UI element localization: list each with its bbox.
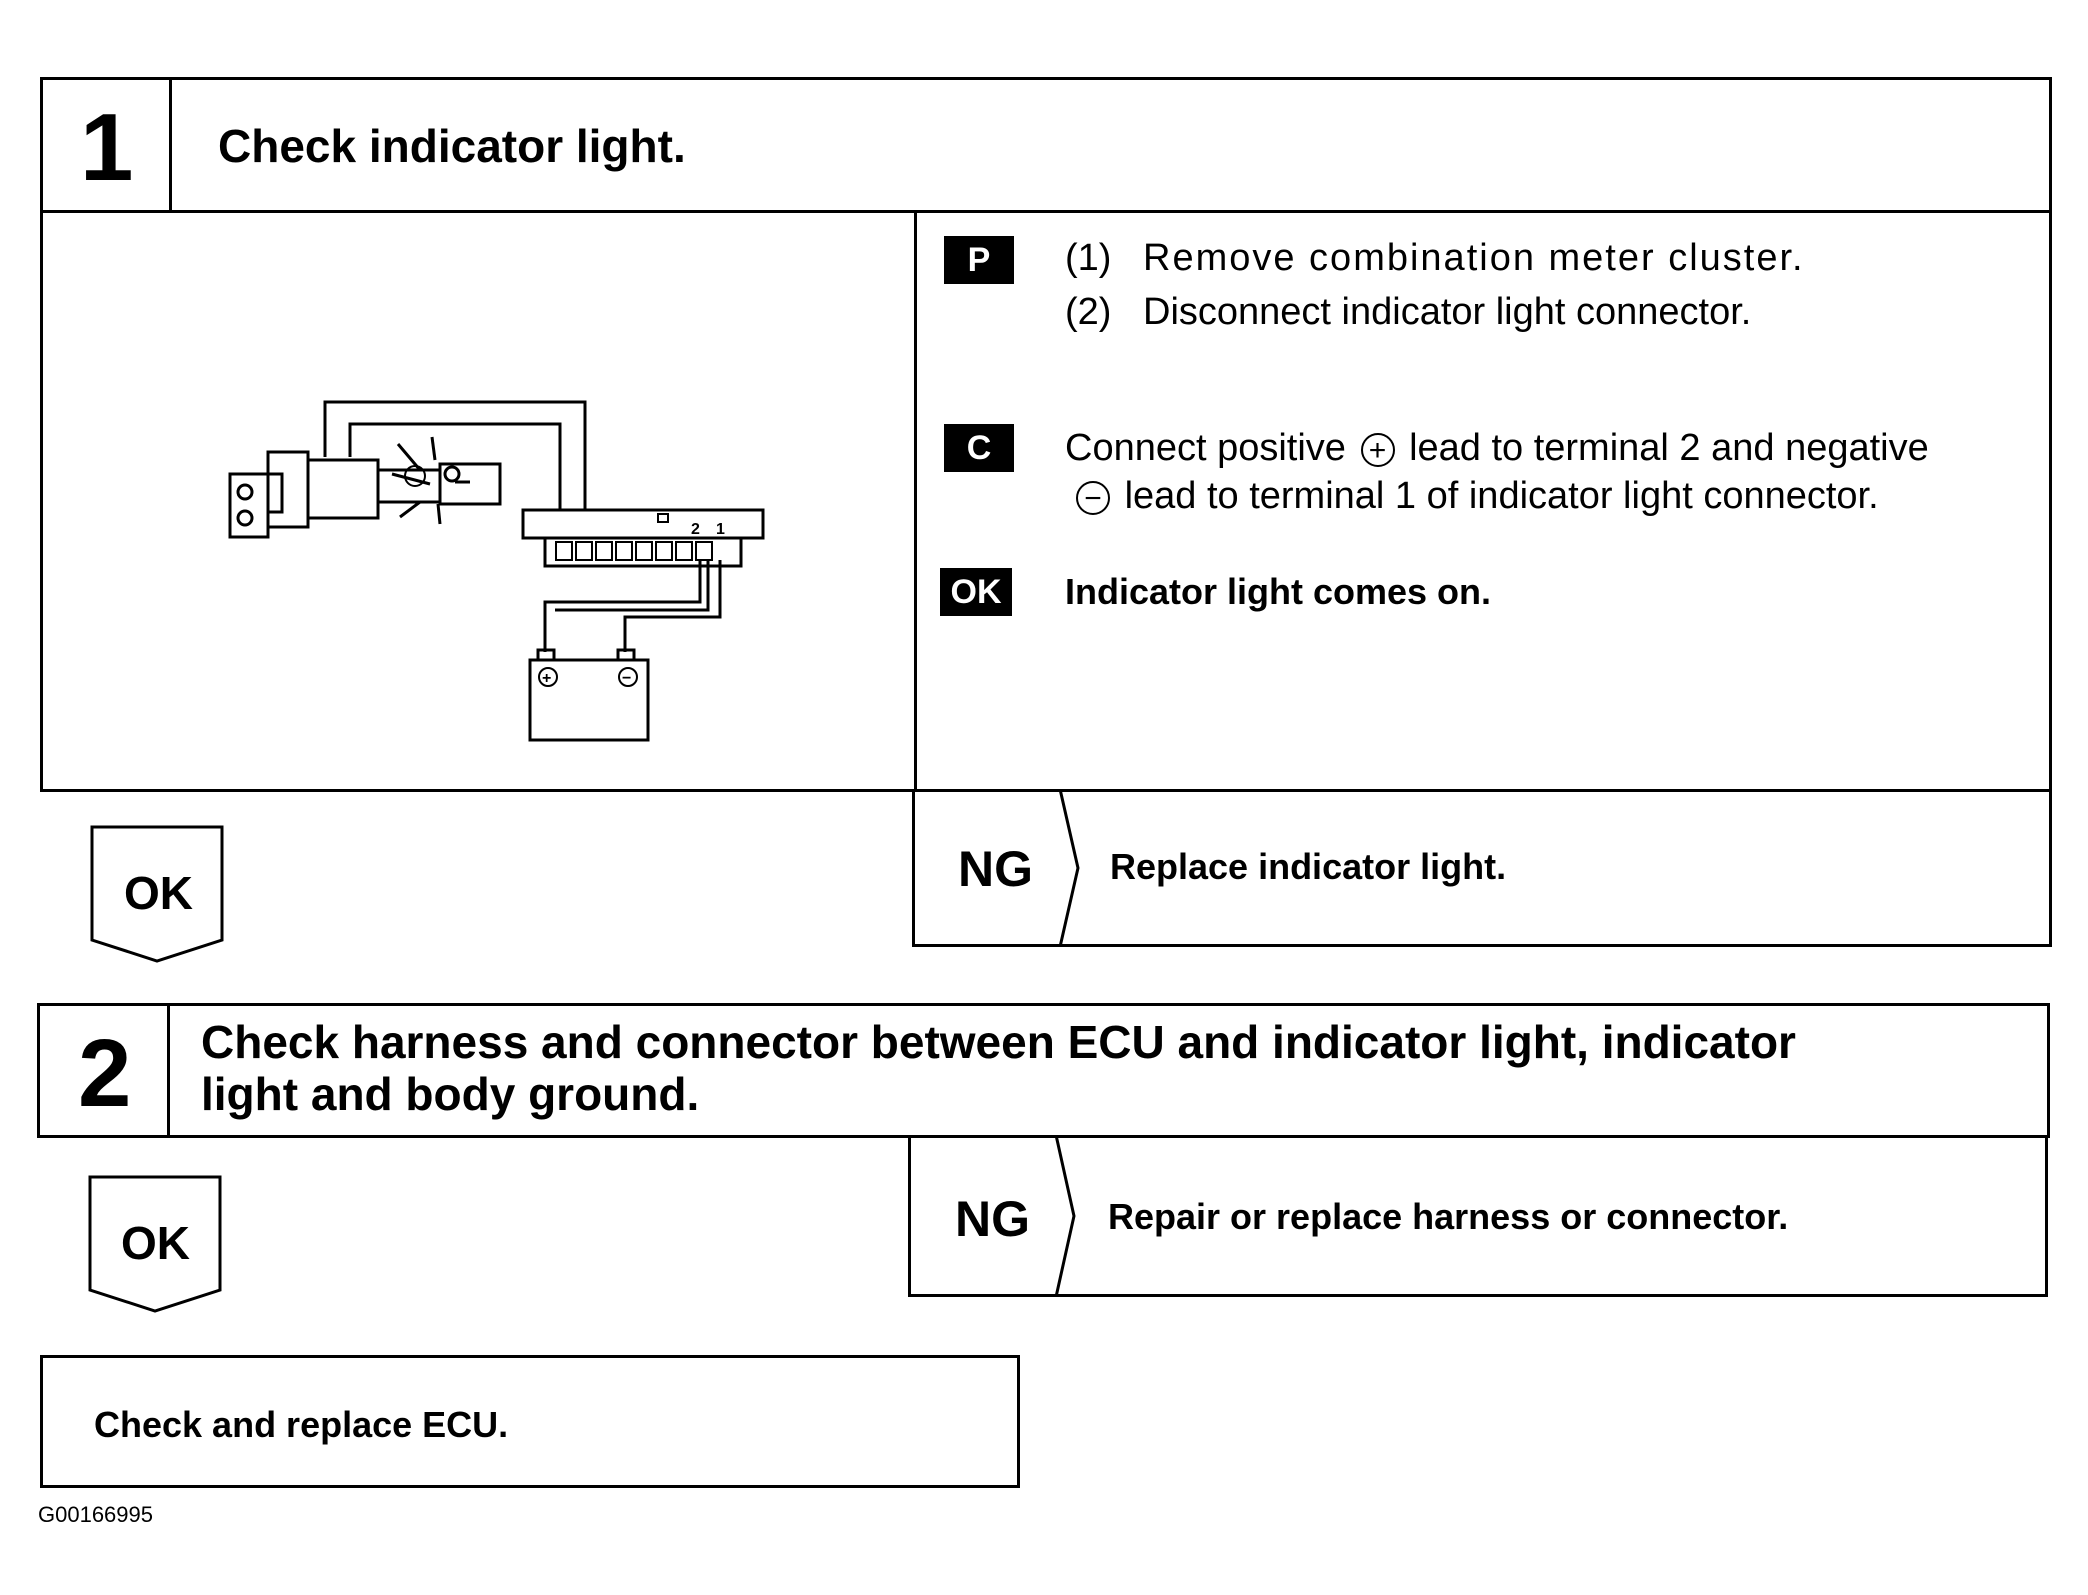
step1-number: 1 bbox=[80, 94, 134, 201]
step2-number: 2 bbox=[78, 1020, 132, 1127]
indicator-connector bbox=[521, 508, 765, 540]
step1-header bbox=[40, 77, 2052, 213]
step2-header bbox=[37, 1003, 2050, 1138]
p-item-2-num: (2) bbox=[1065, 291, 1112, 333]
battery bbox=[528, 658, 650, 742]
step2-ok-arrow-label: OK bbox=[121, 1217, 190, 1269]
ok-result-text: Indicator light comes on. bbox=[1065, 571, 1492, 612]
p-item-2-text: Disconnect indicator light connector. bbox=[1143, 291, 1752, 333]
harness-loop bbox=[323, 400, 587, 510]
p-item-1-num: (1) bbox=[1065, 237, 1112, 279]
step2-title-line-2: light and body ground. bbox=[201, 1068, 700, 1120]
step2-ok-arrow bbox=[88, 1175, 222, 1313]
c-instruction-line-2: − lead to terminal 1 of indicator light … bbox=[1072, 472, 1879, 520]
minus-symbol-icon: − bbox=[1076, 480, 1110, 515]
step2-ng-chevron bbox=[1054, 1135, 1076, 1297]
wiring-diagram: 2 1 + − bbox=[228, 400, 765, 742]
light-rays bbox=[391, 436, 442, 525]
step1-ok-arrow-label: OK bbox=[124, 867, 193, 919]
c-line1-b: lead to terminal 2 and negative bbox=[1409, 427, 1929, 469]
step1-ng-box bbox=[912, 789, 2052, 947]
step1-ok-arrow bbox=[90, 825, 224, 963]
battery-plus-label: + bbox=[542, 670, 551, 687]
p-badge: P bbox=[944, 236, 1014, 284]
step2-ng-box bbox=[908, 1135, 2048, 1297]
light-socket-body bbox=[266, 450, 310, 529]
figure-code: G00166995 bbox=[38, 1502, 153, 1527]
c-instruction-line-1: Connect positive + lead to terminal 2 an… bbox=[1065, 424, 1929, 472]
step1-ng-label: NG bbox=[958, 841, 1033, 897]
ok-badge: OK bbox=[940, 568, 1012, 616]
step2-title-line-1: Check harness and connector between ECU … bbox=[201, 1016, 1796, 1068]
step2-number-divider bbox=[167, 1003, 170, 1138]
step1-title: Check indicator light. bbox=[218, 120, 686, 172]
step2-ng-text: Repair or replace harness or connector. bbox=[1108, 1196, 1789, 1237]
lead-negative bbox=[623, 560, 722, 652]
p-item-1-text: Remove combination meter cluster. bbox=[1143, 237, 1805, 279]
final-action-box bbox=[40, 1355, 1020, 1488]
c-line2: lead to terminal 1 of indicator light co… bbox=[1124, 475, 1879, 517]
terminal-1-label: 1 bbox=[716, 521, 725, 538]
step1-body-divider bbox=[914, 210, 917, 792]
step1-ng-text: Replace indicator light. bbox=[1110, 846, 1507, 887]
step1-number-divider bbox=[169, 77, 172, 213]
final-action-text: Check and replace ECU. bbox=[94, 1404, 509, 1445]
terminal-2-label: 2 bbox=[691, 521, 700, 538]
lead-positive bbox=[543, 560, 702, 652]
step1-ng-chevron bbox=[1058, 789, 1080, 947]
step2-ng-label: NG bbox=[955, 1191, 1030, 1247]
c-badge: C bbox=[944, 424, 1014, 472]
plus-symbol-icon: + bbox=[1360, 432, 1395, 467]
c-line1-a: Connect positive bbox=[1065, 427, 1346, 469]
battery-minus-label: − bbox=[622, 670, 631, 687]
